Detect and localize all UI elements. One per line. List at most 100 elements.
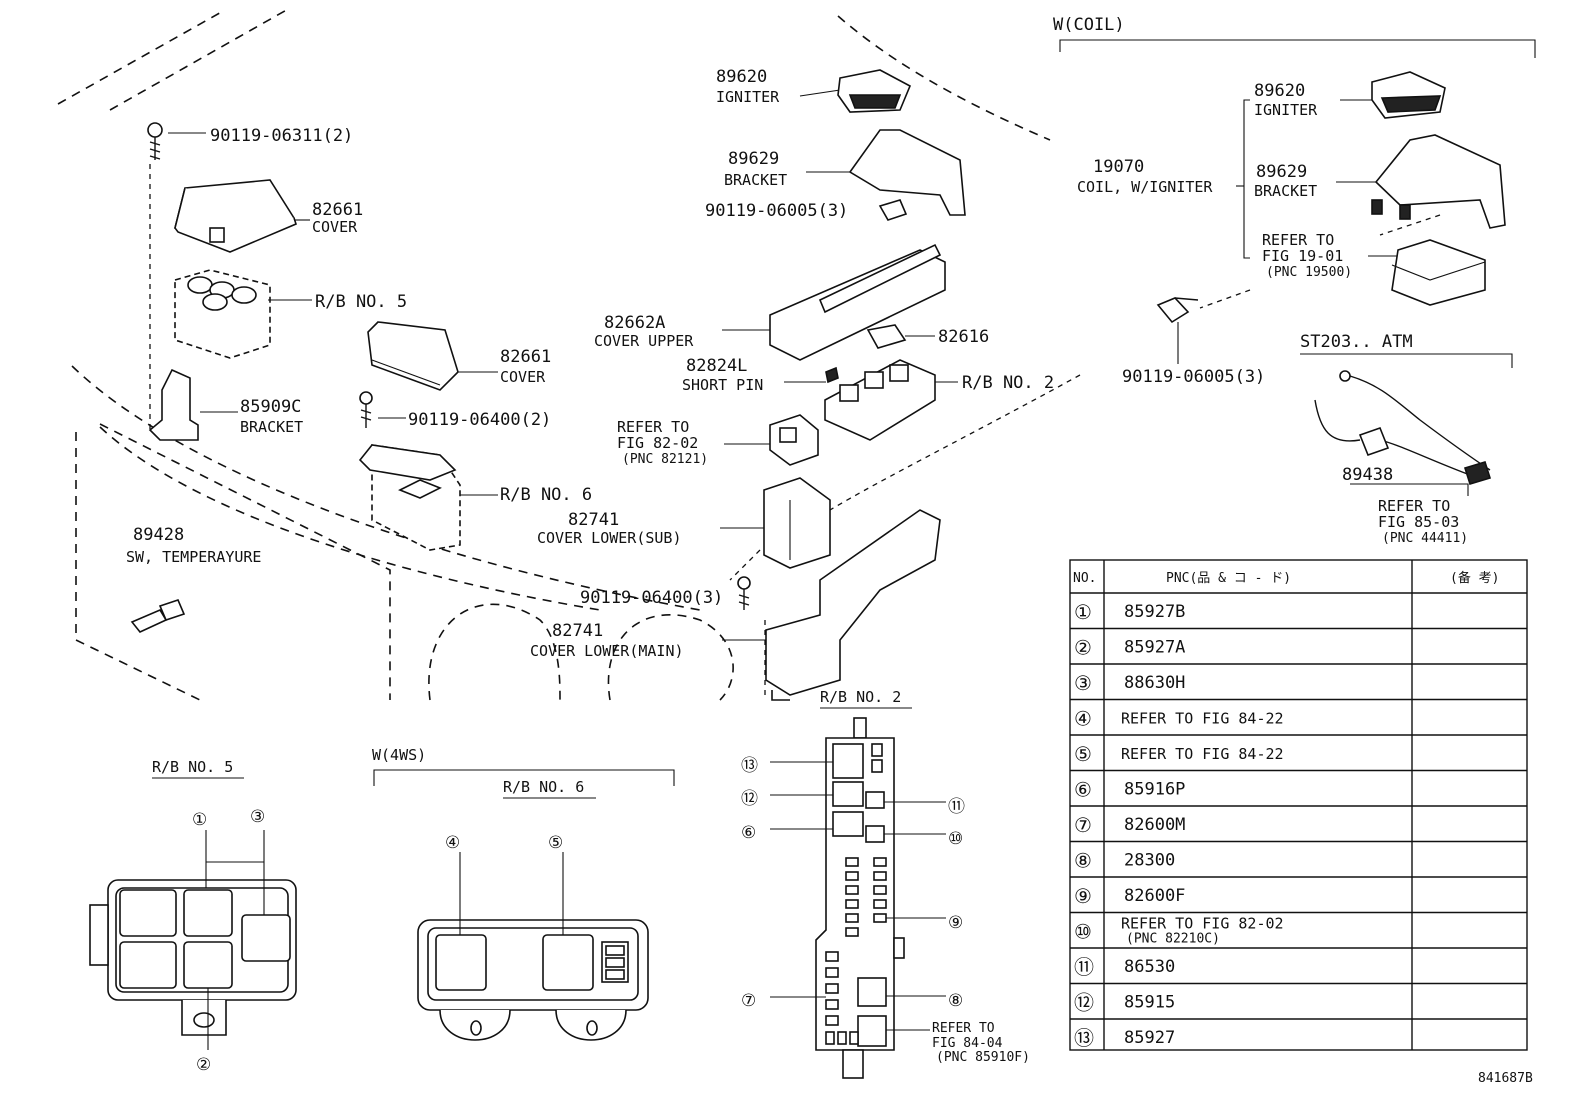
cover-82661-b <box>367 321 459 391</box>
label-pnc-85910f: (PNC 85910F) <box>936 1050 1030 1065</box>
label-rb5: R/B NO. 5 <box>315 292 407 312</box>
table-cell-pnc: 82600M <box>1124 815 1185 835</box>
callout-11: ⑪ <box>948 797 965 817</box>
bolt-icon <box>878 199 908 221</box>
label-bracket-c: BRACKET <box>1254 182 1317 200</box>
table-cell-no: ⑨ <box>1074 884 1092 908</box>
label-coil-igniter: COIL, W/IGNITER <box>1077 178 1213 196</box>
callout-10: ⑩ <box>948 829 963 849</box>
table-header-remarks: (备 考) <box>1450 570 1499 586</box>
bolt-label-06311: 90119-06311(2) <box>210 126 353 146</box>
table-row: ⑤ REFER TO FIG 84-22 <box>1074 742 1284 766</box>
relay-block-rb2 <box>824 359 936 441</box>
table-cell-pnc: REFER TO FIG 84-22 <box>1121 710 1284 728</box>
part-89629-b: 89629 <box>1256 162 1307 182</box>
callout-13: ⑬ <box>741 756 758 776</box>
bolt-label-06400-2: 90119-06400(2) <box>408 410 551 430</box>
table-cell-no: ③ <box>1074 671 1092 695</box>
table-cell-pnc: 88630H <box>1124 673 1185 693</box>
label-igniter-b: IGNITER <box>1254 101 1318 119</box>
callout-5: ⑤ <box>548 833 563 853</box>
bracket-89629-icon <box>1371 134 1506 229</box>
table-row: ⑨ 82600F <box>1074 884 1185 908</box>
table-cell-no: ⑤ <box>1074 742 1092 766</box>
table-cell-no: ⑩ <box>1074 920 1092 944</box>
table-cell-no: ⑫ <box>1074 991 1094 1015</box>
drawing-number: 841687B <box>1478 1071 1533 1086</box>
table-cell-pnc: REFER TO FIG 84-22 <box>1121 745 1284 763</box>
callout-1: ① <box>192 810 207 830</box>
part-89620-a: 89620 <box>716 67 767 87</box>
callout-4: ④ <box>445 833 460 853</box>
bolt-icon <box>737 576 751 610</box>
bracket-89629-icon <box>848 129 966 216</box>
table-header-pnc: PNC(品 & コ - ド) <box>1166 571 1291 586</box>
table-cell-pnc: REFER TO FIG 82-02 <box>1121 915 1284 933</box>
label-fig-85-03: FIG 85-03 <box>1378 513 1459 531</box>
label-bracket-a: BRACKET <box>240 418 303 436</box>
label-sw-temp: SW, TEMPERAYURE <box>126 548 261 566</box>
table-cell-pnc: 85916P <box>1124 780 1185 800</box>
bolt-icon <box>147 122 163 160</box>
callout-8: ⑧ <box>948 991 963 1011</box>
label-cover-a: COVER <box>312 218 358 236</box>
body-outline-dashes <box>57 7 1441 701</box>
table-cell-pnc: 86530 <box>1124 957 1175 977</box>
callout-6: ⑥ <box>741 823 756 843</box>
table-cell-pnc-sub: (PNC 82210C) <box>1126 932 1220 947</box>
cover-lower-sub-icon <box>763 477 831 569</box>
table-row: ④ REFER TO FIG 84-22 <box>1074 707 1284 731</box>
table-cell-pnc: 82600F <box>1124 886 1185 906</box>
table-cell-pnc: 85927A <box>1124 638 1185 658</box>
label-cover-upper: COVER UPPER <box>594 332 694 350</box>
relay-icon <box>769 414 819 466</box>
table-cell-no: ④ <box>1074 707 1092 731</box>
table-header-no: NO. <box>1073 571 1096 586</box>
label-rb2: R/B NO. 2 <box>962 373 1054 393</box>
part-82824l: 82824L <box>686 356 747 376</box>
label-w-coil: W(COIL) <box>1053 15 1125 35</box>
callout-12: ⑫ <box>741 789 758 809</box>
label-cover-lower-sub: COVER LOWER(SUB) <box>537 529 682 547</box>
label-refer-to-d: REFER TO <box>932 1021 995 1036</box>
part-82661-a: 82661 <box>312 200 363 220</box>
bolt-label-06005-b: 90119-06005(3) <box>1122 367 1265 387</box>
table-row: ③ 88630H <box>1074 671 1185 695</box>
label-fig-19-01: FIG 19-01 <box>1262 247 1343 265</box>
callout-7: ⑦ <box>741 991 756 1011</box>
label-w4ws: W(4WS) <box>372 746 426 764</box>
fuse-82616-icon <box>866 324 907 349</box>
label-bracket-b: BRACKET <box>724 171 787 189</box>
label-cover-b: COVER <box>500 368 546 386</box>
label-fig-82-02: FIG 82-02 <box>617 434 698 452</box>
part-19070: 19070 <box>1093 157 1144 177</box>
label-fig-84-04: FIG 84-04 <box>932 1036 1003 1051</box>
bolt-label-06400-3: 90119-06400(3) <box>580 588 723 608</box>
label-igniter-a: IGNITER <box>716 88 780 106</box>
rb6-detail-block <box>417 919 649 1041</box>
label-pnc-19500: (PNC 19500) <box>1266 265 1352 280</box>
title-rb2-detail: R/B NO. 2 <box>820 688 901 706</box>
part-85909c: 85909C <box>240 397 301 417</box>
bolt-icon <box>359 391 373 428</box>
rb5-detail-block <box>89 879 297 1036</box>
table-row: ⑥ 85916P <box>1074 778 1185 802</box>
part-89620-b: 89620 <box>1254 81 1305 101</box>
table-cell-no: ⑧ <box>1074 849 1092 873</box>
table-cell-no: ⑥ <box>1074 778 1092 802</box>
sensor-harness-icon <box>1314 370 1492 485</box>
label-cover-lower-main: COVER LOWER(MAIN) <box>530 642 684 660</box>
bracket-85909c <box>148 368 199 441</box>
bolt-icon <box>1156 297 1199 324</box>
table-cell-pnc: 85915 <box>1124 993 1175 1013</box>
table-row: ⑫ 85915 <box>1074 991 1175 1015</box>
igniter-icon <box>837 69 912 113</box>
label-refer-to-c: REFER TO <box>1378 497 1450 515</box>
part-89428: 89428 <box>133 525 184 545</box>
label-pnc-44411: (PNC 44411) <box>1382 531 1468 546</box>
